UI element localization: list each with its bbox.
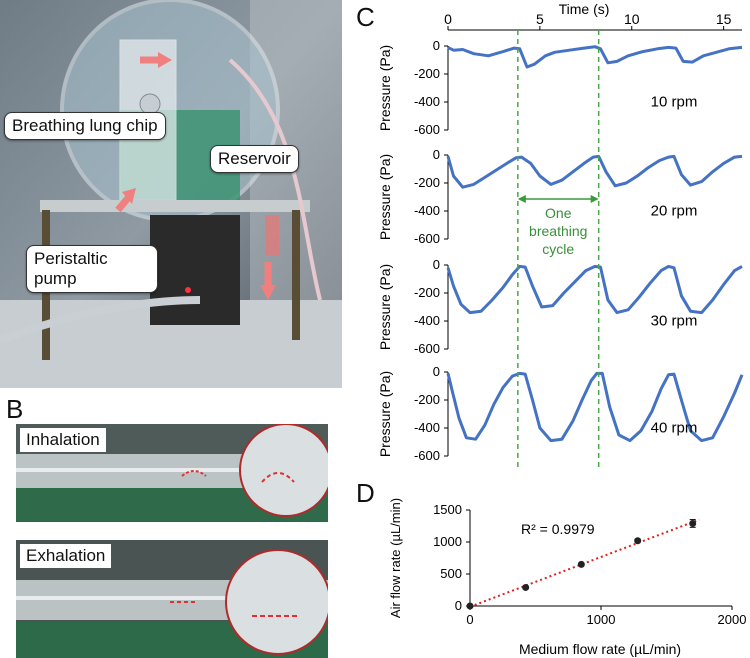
photo-exhalation: Exhalation (16, 540, 328, 658)
annotation-line: breathing (529, 223, 587, 239)
series-line (446, 264, 743, 315)
cycle-markers (517, 30, 600, 470)
y-axis-title: Pressure (Pa) (377, 371, 393, 457)
pressure-panel: 0 -200 -400 -600 Pressure (Pa) 30 rpm (377, 257, 743, 356)
axes: 0 500 1000 1500 0 1000 2000 (433, 502, 746, 627)
label-text: Reservoir (218, 149, 291, 168)
y-axis-title: Pressure (Pa) (377, 264, 393, 350)
r-squared-label: R² = 0.9979 (521, 521, 595, 537)
x-tick-label: 1000 (587, 612, 616, 627)
series-line (447, 45, 743, 69)
x-tick-label: 0 (466, 612, 473, 627)
pressure-panel: 0 -200 -400 -600 Pressure (Pa) 40 rpm (377, 364, 744, 463)
data-point (522, 583, 530, 591)
y-tick-label: -400 (414, 94, 440, 109)
pressure-panel: 0 -200 -400 -600 Pressure (Pa) 10 rpm (377, 38, 743, 137)
pressure-panel: 0 -200 -400 -600 Pressure (Pa) 20 rpm (377, 147, 743, 246)
x-tick-label: 0 (444, 11, 452, 27)
series-label: 40 rpm (651, 419, 698, 436)
y-tick-label: -600 (414, 231, 440, 246)
photo-illustration-a (0, 0, 342, 388)
photo-illustration-b1 (16, 424, 328, 522)
y-tick-label: -600 (414, 448, 440, 463)
y-tick-label: -200 (414, 66, 440, 81)
label-text: Breathing lung chip (12, 116, 158, 135)
y-tick-label: -400 (414, 203, 440, 218)
x-tick-label: 10 (624, 11, 640, 27)
y-axis-title: Pressure (Pa) (377, 154, 393, 240)
annotation-line: One (545, 205, 572, 221)
y-tick-label: 0 (433, 147, 440, 162)
y-tick-label: 1000 (433, 534, 462, 549)
photo-lung-chip-setup: Breathing lung chip Reservoir Peristalti… (0, 0, 342, 388)
x-tick-label: 5 (536, 11, 544, 27)
label-breathing-lung-chip: Breathing lung chip (4, 112, 166, 140)
y-tick-label: -200 (414, 285, 440, 300)
series-label: 10 rpm (651, 93, 698, 110)
flow-rate-chart: Air flow rate (µL/min) Medium flow rate … (388, 498, 746, 657)
y-tick-label: -200 (414, 392, 440, 407)
panel-letter-d: D (356, 478, 375, 508)
x-axis-ticks: 0 5 10 15 (444, 11, 742, 31)
panel-letter-b: B (6, 394, 24, 424)
y-tick-label: -600 (414, 122, 440, 137)
cycle-arrowhead-right (590, 195, 599, 203)
x-tick-label: 2000 (718, 612, 747, 627)
y-tick-label: 0 (433, 257, 440, 272)
y-tick-label: 0 (433, 364, 440, 379)
x-axis-title: Medium flow rate (µL/min) (519, 641, 681, 657)
label-inhalation: Inhalation (20, 428, 106, 452)
y-tick-label: 0 (433, 38, 440, 53)
trendline-path (469, 518, 700, 608)
series-line (446, 154, 743, 189)
label-peristaltic-pump: Peristaltic pump (26, 245, 158, 293)
label-exhalation: Exhalation (20, 544, 112, 568)
panel-letter-c: C (356, 2, 375, 32)
y-axis-title: Air flow rate (µL/min) (388, 498, 403, 618)
series-label: 20 rpm (651, 202, 698, 219)
y-tick-label: -600 (414, 341, 440, 356)
label-reservoir: Reservoir (210, 145, 299, 173)
photo-inhalation: Inhalation (16, 424, 328, 522)
data-point (466, 602, 474, 610)
data-point (689, 519, 697, 527)
breathing-cycle-annotation: One breathing cycle (517, 195, 599, 257)
y-tick-label: -200 (414, 175, 440, 190)
x-axis-title: Time (s) (559, 1, 610, 17)
y-tick-label: 0 (455, 598, 462, 613)
series-label: 30 rpm (651, 312, 698, 329)
data-point (634, 537, 642, 545)
label-text: Peristaltic pump (34, 249, 108, 288)
y-tick-label: 1500 (433, 502, 462, 517)
trendline (469, 518, 700, 608)
annotation-line: cycle (542, 241, 574, 257)
x-tick-label: 15 (716, 11, 732, 27)
y-tick-label: -400 (414, 313, 440, 328)
cycle-arrowhead-left (517, 195, 526, 203)
y-axis-title: Pressure (Pa) (377, 45, 393, 131)
series-line (446, 371, 744, 443)
y-tick-label: 500 (440, 566, 462, 581)
y-tick-label: -400 (414, 420, 440, 435)
data-point (577, 560, 585, 568)
data-points (466, 519, 697, 610)
